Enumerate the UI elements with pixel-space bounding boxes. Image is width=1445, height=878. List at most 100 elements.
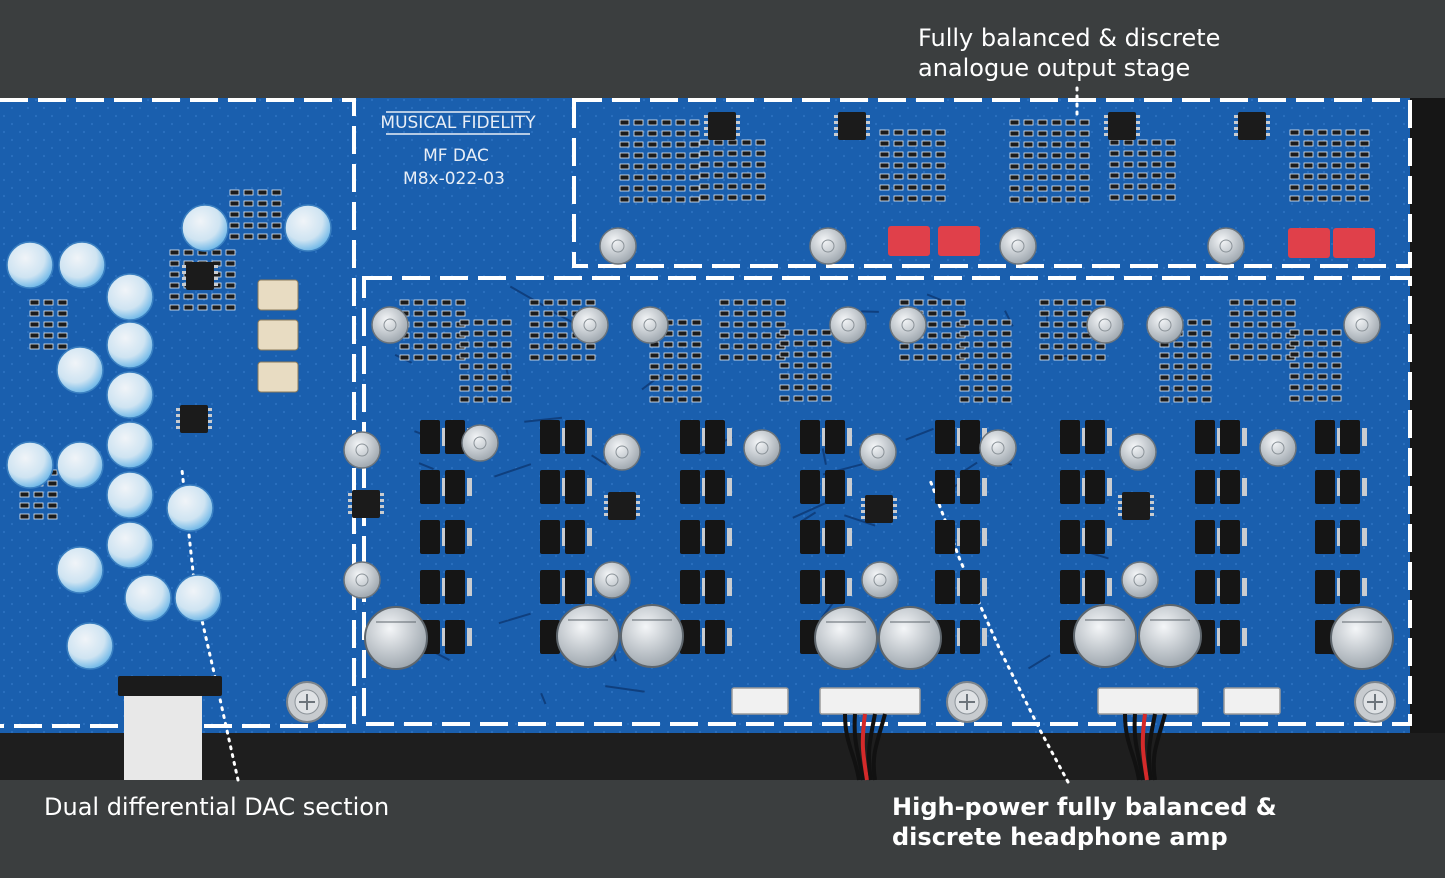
large-capacitor	[557, 605, 619, 667]
smd-resistor	[1124, 162, 1133, 167]
smd-resistor	[1332, 352, 1341, 357]
smd-resistor	[1002, 331, 1011, 336]
smd-resistor	[460, 342, 469, 347]
large-capacitor	[621, 605, 683, 667]
smd-resistor	[908, 152, 917, 157]
smd-resistor	[460, 375, 469, 380]
smd-resistor	[720, 322, 729, 327]
smd-resistor	[648, 197, 657, 202]
power-transistor	[420, 420, 440, 454]
smd-resistor	[620, 131, 629, 136]
model-label: MF DAC	[423, 146, 489, 166]
smd-resistor	[714, 173, 723, 178]
smd-resistor	[1258, 322, 1267, 327]
smd-resistor	[822, 341, 831, 346]
smd-resistor	[794, 341, 803, 346]
smd-resistor	[748, 344, 757, 349]
smd-resistor	[900, 300, 909, 305]
smd-resistor	[1174, 375, 1183, 380]
smd-resistor	[728, 184, 737, 189]
smd-resistor	[1202, 386, 1211, 391]
small-capacitor	[600, 228, 636, 264]
smd-resistor	[1160, 353, 1169, 358]
smd-resistor	[734, 344, 743, 349]
smd-resistor	[956, 311, 965, 316]
smd-resistor	[942, 311, 951, 316]
smd-resistor	[1066, 153, 1075, 158]
smd-resistor	[558, 300, 567, 305]
smd-resistor	[1174, 397, 1183, 402]
power-transistor	[445, 420, 465, 454]
smd-resistor	[1152, 173, 1161, 178]
small-capacitor	[594, 562, 630, 598]
smd-resistor	[776, 322, 785, 327]
smd-resistor	[460, 353, 469, 358]
smd-resistor	[1318, 152, 1327, 157]
smd-resistor	[908, 196, 917, 201]
small-capacitor	[862, 562, 898, 598]
smd-resistor	[586, 355, 595, 360]
smd-resistor	[748, 300, 757, 305]
smd-resistor	[1360, 163, 1369, 168]
smd-resistor	[1096, 344, 1105, 349]
ic-pin	[348, 511, 352, 514]
smd-resistor	[1346, 163, 1355, 168]
ic-pin	[834, 127, 838, 130]
smd-resistor	[742, 195, 751, 200]
smd-resistor	[1174, 364, 1183, 369]
smd-resistor	[1038, 186, 1047, 191]
power-transistor	[935, 570, 955, 604]
smd-resistor	[648, 164, 657, 169]
smd-resistor	[258, 212, 267, 217]
smd-resistor	[662, 142, 671, 147]
smd-resistor	[808, 385, 817, 390]
power-transistor	[420, 470, 440, 504]
smd-resistor	[914, 344, 923, 349]
smd-resistor	[678, 353, 687, 358]
transistor-tab	[587, 428, 592, 446]
ic-pin	[1104, 121, 1108, 124]
smd-resistor	[1346, 185, 1355, 190]
ic-pin	[866, 133, 870, 136]
smd-resistor	[1052, 197, 1061, 202]
relay	[938, 226, 980, 256]
smd-resistor	[1304, 385, 1313, 390]
smd-resistor	[230, 212, 239, 217]
smd-resistor	[808, 352, 817, 357]
smd-resistor	[1066, 142, 1075, 147]
smd-resistor	[928, 322, 937, 327]
smd-resistor	[1166, 184, 1175, 189]
transistor-tab	[847, 578, 852, 596]
smd-resistor	[1318, 174, 1327, 179]
smd-resistor	[1152, 151, 1161, 156]
ic-chip	[352, 490, 380, 518]
smd-resistor	[1318, 385, 1327, 390]
smd-resistor	[620, 142, 629, 147]
smd-resistor	[692, 342, 701, 347]
smd-resistor	[1066, 164, 1075, 169]
smd-resistor	[690, 153, 699, 158]
ic-pin	[208, 414, 212, 417]
smd-resistor	[734, 355, 743, 360]
smd-resistor	[880, 174, 889, 179]
wire-connector	[1224, 688, 1280, 714]
smd-resistor	[742, 162, 751, 167]
smd-resistor	[586, 300, 595, 305]
ic-pin	[636, 501, 640, 504]
smd-resistor	[1230, 355, 1239, 360]
smd-resistor	[170, 305, 179, 310]
smd-resistor	[1346, 174, 1355, 179]
smd-resistor	[1360, 141, 1369, 146]
smd-resistor	[1010, 186, 1019, 191]
smd-resistor	[244, 201, 253, 206]
smd-resistor	[460, 386, 469, 391]
smd-resistor	[692, 386, 701, 391]
smd-resistor	[692, 353, 701, 358]
smd-resistor	[960, 353, 969, 358]
smd-resistor	[170, 250, 179, 255]
smd-resistor	[692, 364, 701, 369]
smd-resistor	[1304, 363, 1313, 368]
smd-resistor	[1290, 374, 1299, 379]
caption-headphone-amp-line-1: High-power fully balanced &	[892, 792, 1277, 822]
large-capacitor	[1139, 605, 1201, 667]
